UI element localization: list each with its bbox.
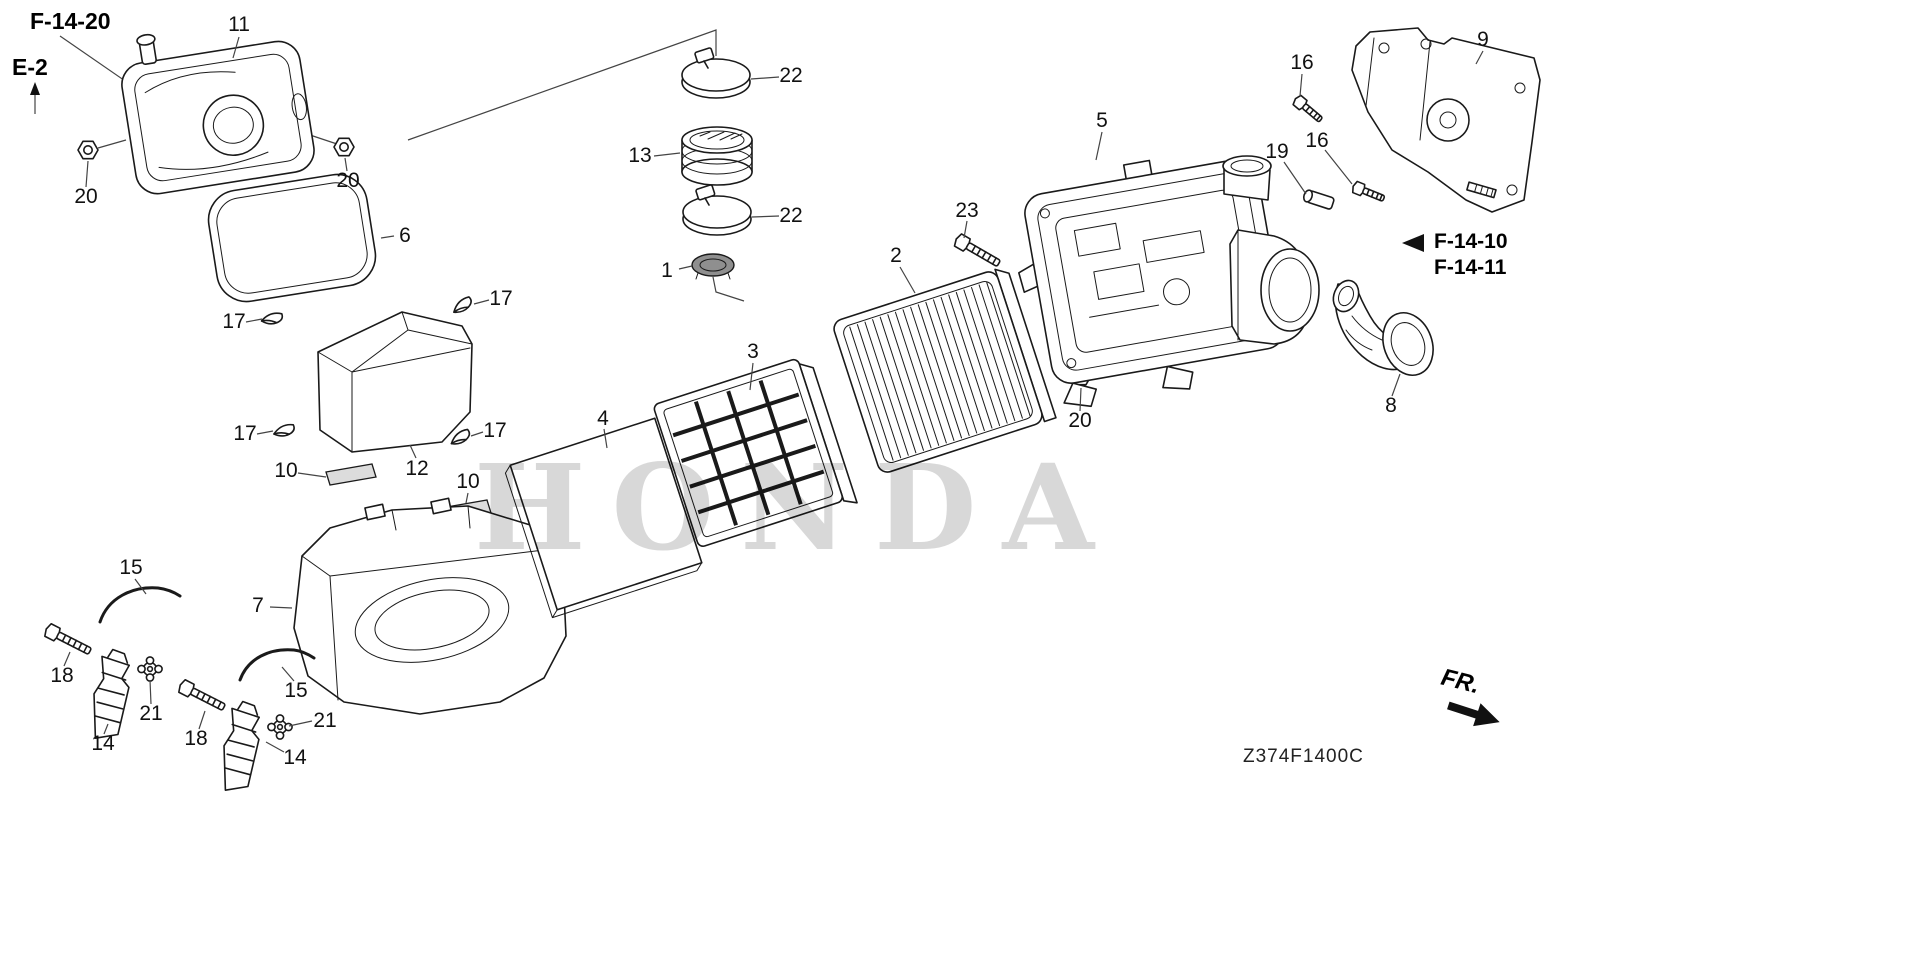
part-5-top-port: [1222, 155, 1272, 201]
nut-20-left: [77, 140, 99, 160]
fr-direction-arrow: [1447, 701, 1500, 727]
part-11-air-cleaner-cover: [121, 33, 315, 195]
part-19-joint-tube: [1302, 189, 1335, 210]
bolt-18-a: [42, 622, 94, 659]
part-4-filter-sheet: [504, 417, 703, 619]
part-8-intake-duct: [1332, 279, 1434, 376]
nut-20-right: [333, 137, 355, 157]
bolt-16-a: [1290, 93, 1326, 126]
part-10-seal-a: [325, 463, 377, 486]
f1410-arrowhead: [1402, 234, 1424, 252]
part-2-air-filter-element: [833, 268, 1057, 473]
part-5-outlet: [1229, 229, 1320, 345]
e2-direction-arrowhead: [30, 82, 40, 95]
hose-clamp-22-b: [682, 183, 752, 236]
clip-17-a: [260, 307, 285, 329]
part-6-gasket: [207, 173, 377, 303]
part-1-cap: [691, 253, 735, 280]
part-9-bracket: [1351, 27, 1541, 213]
bolt-16-b: [1350, 179, 1387, 205]
clamp-14-a: [88, 647, 134, 742]
part-15-spring-b: [238, 648, 316, 682]
part-3-grid-panel: [653, 358, 858, 548]
part-12-duct-cover: [317, 311, 473, 453]
clip-17-d: [449, 428, 471, 445]
wingnut-21-b: [267, 714, 293, 740]
clip-17-b: [451, 295, 474, 314]
bolt-18-b: [176, 678, 228, 715]
bolt-23: [951, 232, 1004, 271]
leader-lines: [63, 36, 1484, 753]
part-7-lower-housing: [293, 497, 567, 715]
construction-lines: [34, 29, 745, 302]
wingnut-21-a: [137, 656, 163, 682]
clamp-14-b: [218, 699, 264, 794]
part-15-spring-a: [98, 586, 182, 624]
part-13-inlet-tube: [681, 126, 753, 186]
clip-17-c: [273, 420, 296, 440]
